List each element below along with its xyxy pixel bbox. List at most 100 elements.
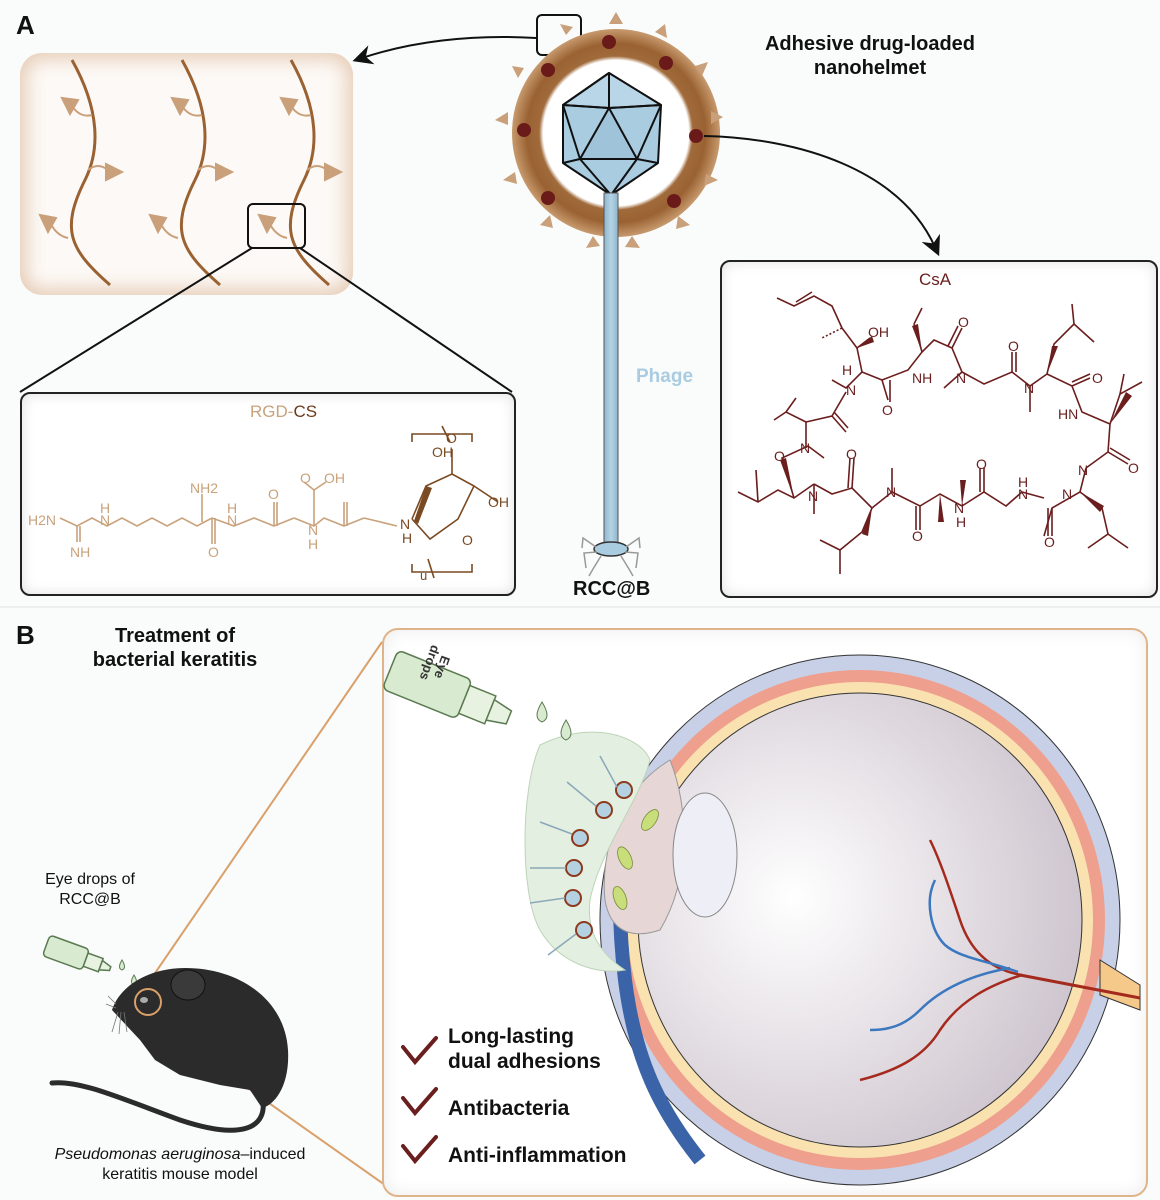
benefit-item: Anti-inflammation [438, 1143, 627, 1168]
atom-label: O [268, 486, 279, 502]
chitosan-surface-panel [20, 53, 353, 295]
atom-label: N [308, 522, 319, 538]
rgd-ligand-arrows [38, 96, 344, 239]
atom-label: H [100, 500, 111, 516]
phage-label: Phage [636, 366, 694, 387]
atom-label: N [1018, 486, 1029, 502]
treatment-title-line1: Treatment of [114, 625, 236, 647]
ligand-arrow [148, 213, 179, 239]
treatment-title-line2: bacterial keratitis [92, 649, 258, 671]
ligand-arrow [170, 96, 203, 117]
arrow-to-chitosan [352, 36, 537, 65]
atom-label: O [958, 314, 969, 330]
benefit-item: Long-lasting dual adhesions [438, 1024, 601, 1074]
atom-label: N [227, 512, 238, 528]
ring-ligands [495, 12, 723, 248]
atom-label: H [842, 362, 853, 378]
pathogen-name: Pseudomonas aeruginosa [54, 1146, 241, 1163]
benefit-item: Antibacteria [438, 1096, 569, 1121]
chitosan-strands [69, 59, 330, 287]
atom-label: O [446, 430, 457, 446]
atom-label: N [400, 516, 411, 532]
phage-head [562, 72, 662, 196]
caption-induced: –induced [240, 1146, 306, 1163]
nanohelmet-title: Adhesive drug-loaded nanohelmet [740, 32, 1000, 80]
atom-label: H [308, 536, 319, 552]
rgd-cs-title: RGD-CS [250, 402, 317, 422]
benefit-line1: Long-lasting [448, 1025, 574, 1048]
atom-label: O [882, 402, 893, 418]
strand-1 [69, 59, 111, 287]
atom-label: O [1128, 460, 1139, 476]
atom-label: OH [432, 444, 453, 460]
eye-drops-caption-line2: RCC@B [59, 891, 121, 908]
ligand-arrow [60, 96, 93, 117]
zoom-highlight-box [247, 203, 306, 249]
eye-drops-caption-line1: Eye drops of [45, 871, 135, 888]
atom-label: O [1092, 370, 1103, 386]
rgd-cs-structure-box: RGD-CS H2N H N NH NH2 H N [20, 392, 516, 596]
atom-label: N [956, 370, 967, 386]
csa-structure-box: CsA [720, 260, 1158, 598]
ligand-arrow [279, 96, 312, 117]
atom-label: O [846, 446, 857, 462]
nanohelmet-title-line2: nanohelmet [813, 57, 927, 79]
atom-label: OH [488, 494, 509, 510]
rcc-b-label: RCC@B [573, 578, 651, 600]
atom-label: O [208, 544, 219, 560]
strand-3 [288, 59, 330, 287]
atom-label: O [976, 456, 987, 472]
ligand-arrow [197, 162, 235, 182]
atom-label: O [1008, 338, 1019, 354]
atom-label: N [954, 500, 965, 516]
ligand-arrow [306, 162, 344, 182]
phage-tail-fibers [581, 536, 641, 577]
atom-label: O [1044, 534, 1055, 550]
atom-label: O [774, 448, 785, 464]
nanohelmet-title-line1: Adhesive drug-loaded [764, 33, 976, 55]
atom-label: N [1024, 380, 1035, 396]
atom-label: O [300, 470, 311, 486]
ligand-arrow [257, 213, 288, 239]
benefit-text: Anti-inflammation [448, 1144, 627, 1167]
panel-a-label: A [16, 10, 35, 40]
atom-label: H [1018, 474, 1029, 490]
atom-label: N [846, 382, 857, 398]
atom-label: H [227, 500, 238, 516]
mouse-model-caption: Pseudomonas aeruginosa–induced keratitis… [20, 1145, 340, 1185]
atom-label: O [462, 532, 473, 548]
panel-b-label: B [16, 620, 35, 650]
phage-baseplate [593, 541, 629, 557]
atom-label: n [420, 570, 428, 585]
strand-2 [179, 59, 221, 287]
atom-label: N [1078, 462, 1089, 478]
atom-label: NH [912, 370, 933, 386]
arrow-to-csa [703, 135, 940, 257]
atom-label: HN [1058, 406, 1079, 422]
atom-label: N [886, 484, 897, 500]
atom-label: H [402, 530, 413, 546]
panel-divider [0, 606, 1160, 608]
atom-label: N [100, 512, 111, 528]
cs-title-part: CS [293, 402, 318, 421]
atom-label: N [1062, 486, 1073, 502]
phage-tail [603, 192, 619, 549]
csa-molecule [737, 291, 1143, 574]
atom-label: H2N [28, 512, 57, 528]
treatment-title: Treatment of bacterial keratitis [60, 624, 290, 672]
rgd-title-part: RGD- [250, 402, 294, 421]
atom-label: H [956, 514, 967, 530]
csa-drug-dots [517, 35, 703, 208]
atom-label: OH [324, 470, 345, 486]
rgd-cs-molecule [59, 425, 499, 579]
atom-label: NH2 [190, 480, 219, 496]
atom-label: NH [70, 544, 91, 560]
ligand-arrow [87, 162, 125, 182]
mouse-caption-line2: keratitis mouse model [102, 1166, 258, 1183]
benefit-text: Antibacteria [448, 1097, 570, 1120]
eye-drops-caption: Eye drops of RCC@B [20, 870, 160, 910]
atom-label: O [912, 528, 923, 544]
atom-label: OH [868, 324, 889, 340]
csa-title: CsA [919, 270, 952, 289]
